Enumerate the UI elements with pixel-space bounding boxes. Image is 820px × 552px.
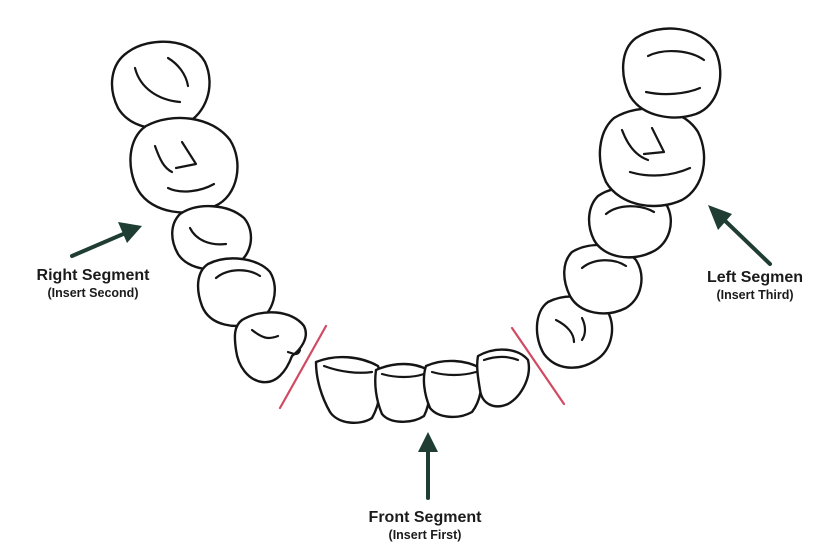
arrow-to-front-segment — [418, 432, 438, 498]
left-segment-note: (Insert Third) — [680, 287, 820, 304]
front-segment-note: (Insert First) — [330, 527, 520, 544]
tooth-right-molar-2 — [112, 42, 210, 129]
arrow-to-right-segment — [72, 222, 142, 256]
right-segment-title: Right Segment — [8, 266, 178, 285]
tooth-left-molar-2 — [623, 29, 720, 118]
tooth-front-4 — [477, 350, 529, 407]
right-segment-label: Right Segment (Insert Second) — [8, 266, 178, 302]
tooth-front-2 — [375, 364, 430, 422]
left-segment-label: Left Segmen (Insert Third) — [680, 268, 820, 304]
tooth-front-3 — [424, 361, 482, 417]
tooth-right-canine — [235, 312, 306, 382]
tooth-left-molar-1 — [600, 109, 704, 206]
right-segment-note: (Insert Second) — [8, 285, 178, 302]
left-segment-title: Left Segmen — [680, 268, 820, 287]
front-segment-title: Front Segment — [330, 508, 520, 527]
front-segment-label: Front Segment (Insert First) — [330, 508, 520, 544]
tooth-right-molar-1 — [130, 118, 237, 213]
arrow-to-left-segment — [708, 205, 770, 264]
